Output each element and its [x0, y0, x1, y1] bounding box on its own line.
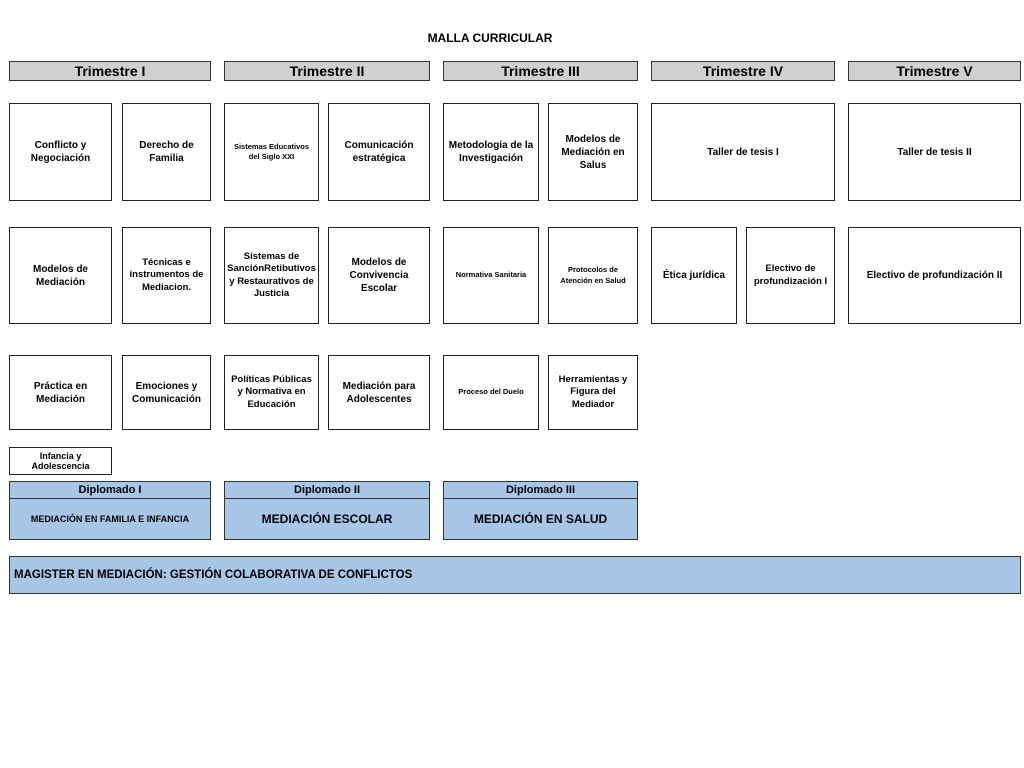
diplomado-header-3: Diplomado III: [443, 481, 638, 499]
course-box: Taller de tesis I: [651, 103, 835, 201]
course-box: Herramientas y Figura del Mediador: [548, 355, 638, 430]
diplomado-name-1: MEDIACIÓN EN FAMILIA E INFANCIA: [9, 498, 211, 540]
course-box: Protocolos de Atención en Salud: [548, 227, 638, 324]
course-box: Taller de tesis II: [848, 103, 1021, 201]
course-box: Proceso del Duelo: [443, 355, 539, 430]
course-box: Emociones y Comunicación: [122, 355, 211, 430]
course-box: Normativa Sanitaria: [443, 227, 539, 324]
diplomado-name-3: MEDIACIÓN EN SALUD: [443, 498, 638, 540]
course-box: Electivo de profundización I: [746, 227, 835, 324]
course-box: Conflicto y Negociación: [9, 103, 112, 201]
course-box: Sistemas Educativos del Siglo XXI: [224, 103, 319, 201]
course-box: Ética jurídica: [651, 227, 737, 324]
trimester-header-5: Trimestre V: [848, 61, 1021, 81]
course-box: Modelos de Mediación en Salus: [548, 103, 638, 201]
trimester-header-4: Trimestre IV: [651, 61, 835, 81]
course-box: Sistemas de SanciónRetibutivos y Restaur…: [224, 227, 319, 324]
course-box: Comunicación estratégica: [328, 103, 430, 201]
course-box: Mediación para Adolescentes: [328, 355, 430, 430]
diplomado-header-2: Diplomado II: [224, 481, 430, 499]
trimester-header-2: Trimestre II: [224, 61, 430, 81]
course-box: Metodología de la Investigación: [443, 103, 539, 201]
course-box: Práctica en Mediación: [9, 355, 112, 430]
magister-banner: MAGISTER EN MEDIACIÓN: GESTIÓN COLABORAT…: [9, 556, 1021, 594]
trimester-header-3: Trimestre III: [443, 61, 638, 81]
course-box: Modelos de Convivencia Escolar: [328, 227, 430, 324]
course-box: Derecho de Familia: [122, 103, 211, 201]
page-title: MALLA CURRICULAR: [427, 31, 553, 45]
trimester-header-1: Trimestre I: [9, 61, 211, 81]
course-box: Políticas Públicas y Normativa en Educac…: [224, 355, 319, 430]
course-box: Infancia y Adolescencia: [9, 447, 112, 475]
course-box: Modelos de Mediación: [9, 227, 112, 324]
course-box: Electivo de profundización II: [848, 227, 1021, 324]
diplomado-name-2: MEDIACIÓN ESCOLAR: [224, 498, 430, 540]
diplomado-header-1: Diplomado I: [9, 481, 211, 499]
course-box: Técnicas e instrumentos de Mediacion.: [122, 227, 211, 324]
